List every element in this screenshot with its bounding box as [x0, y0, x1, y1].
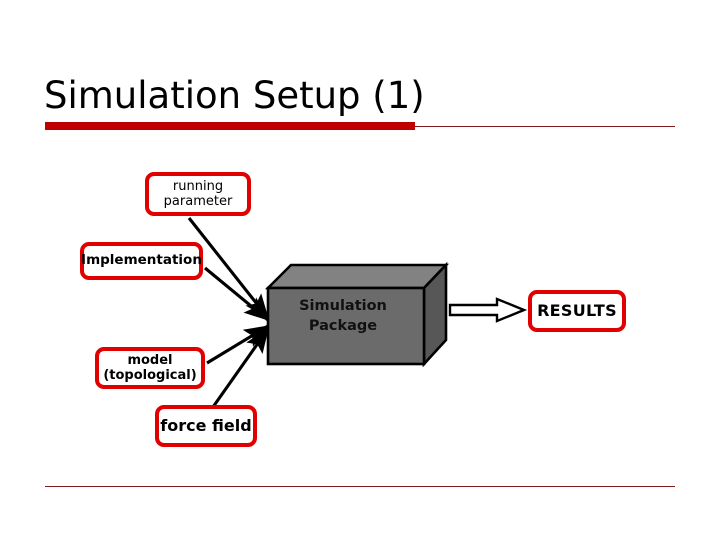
box-results[interactable]: RESULTS	[528, 290, 626, 332]
title-rule-accent	[45, 122, 415, 130]
simulation-package-3d-box	[264, 261, 450, 368]
arrow-implementation-to-package	[204, 266, 269, 322]
running-parameter-line2: parameter	[163, 194, 233, 209]
arrow-force-field-to-package	[211, 327, 270, 408]
model-line1: model	[127, 352, 173, 368]
box-running-parameter[interactable]: running parameter	[145, 172, 251, 216]
block-arrow-package-to-results	[448, 297, 528, 323]
box-model-topological[interactable]: model (topological)	[95, 347, 205, 389]
page-title: Simulation Setup (1)	[44, 74, 425, 117]
implementation-label: Implementation	[81, 252, 202, 269]
box-force-field[interactable]: force field	[155, 405, 257, 447]
model-line2: (topological)	[103, 368, 197, 383]
footer-rule	[45, 486, 675, 487]
running-parameter-line1: running	[172, 178, 224, 194]
force-field-label: force field	[160, 415, 252, 435]
box-implementation[interactable]: Implementation	[80, 242, 203, 280]
results-label: RESULTS	[537, 300, 617, 320]
